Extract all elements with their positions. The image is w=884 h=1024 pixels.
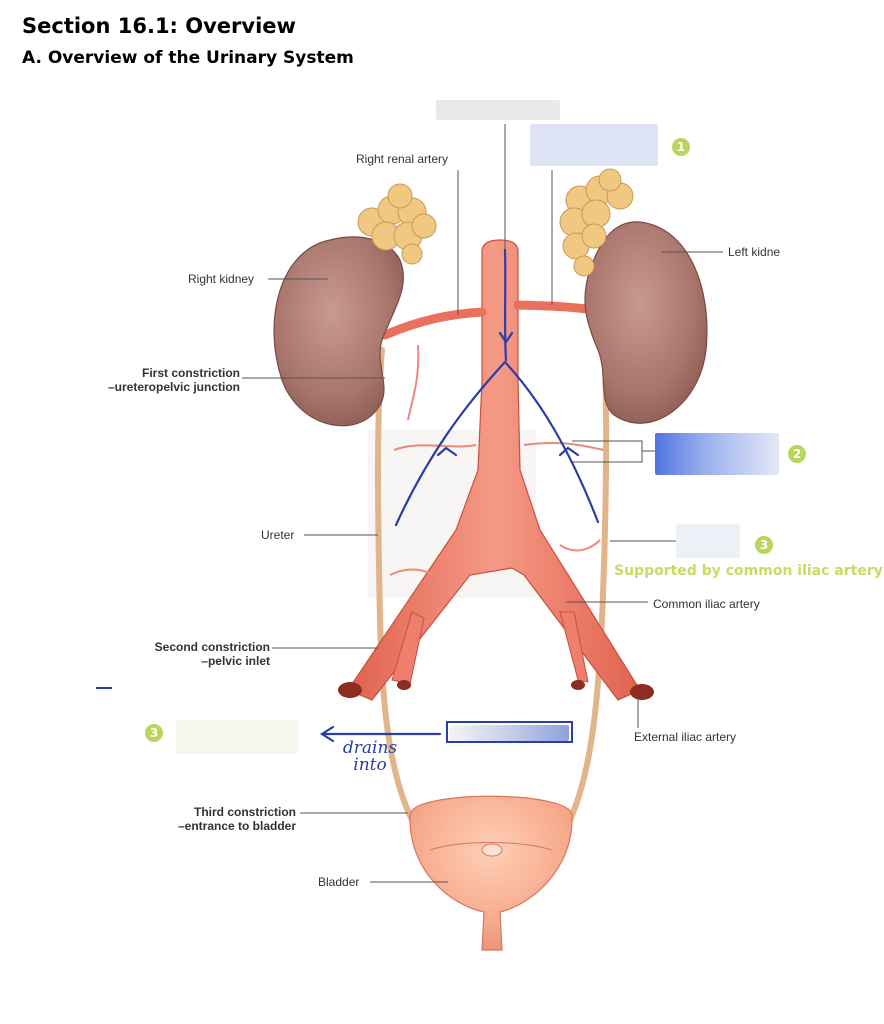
page-subtitle: A. Overview of the Urinary System [22,48,354,68]
iliac-end-left [630,684,654,700]
label-second-constriction: Second constriction –pelvic inlet [154,640,270,668]
label-common-iliac-artery: Common iliac artery [653,597,760,611]
answer-box-1[interactable] [530,124,658,166]
label-external-iliac-artery: External iliac artery [634,730,737,744]
note-supported-by: Supported by common iliac artery [614,563,883,579]
adrenal-right [357,183,437,265]
handwriting-drains-into: drains into [342,738,398,775]
label-third-constriction: Third constriction –entrance to bladder [177,805,296,833]
badge-1: 1 [672,138,690,156]
label-right-kidney: Right kidney [188,272,255,286]
answer-box-left[interactable] [176,720,298,754]
internal-iliac-left [559,611,589,683]
answer-box-drains[interactable] [449,725,569,741]
bladder-shape [409,795,573,951]
label-left-kidney: Left kidne [728,245,781,259]
answer-box-3[interactable] [676,524,740,558]
label-first-constriction: First constriction –ureteropelvic juncti… [107,366,240,394]
badge-3-right: 3 [755,536,773,554]
badge-2: 2 [788,445,806,463]
right-kidney [273,236,404,427]
renal-artery-right [380,307,487,340]
adrenal-left [559,168,634,277]
redaction-top [436,100,560,120]
label-ureter: Ureter [261,528,295,542]
iliac-end-right [338,682,362,698]
handwritten-arrows [319,248,740,743]
answer-box-2[interactable] [655,433,779,475]
aorta [347,239,641,701]
label-bladder: Bladder [318,875,360,889]
label-right-renal-artery: Right renal artery [356,152,449,166]
ureter-right [375,347,415,823]
badge-3-left: 3 [145,724,163,742]
ureter-left [567,337,610,823]
section-title: Section 16.1: Overview [22,14,296,38]
